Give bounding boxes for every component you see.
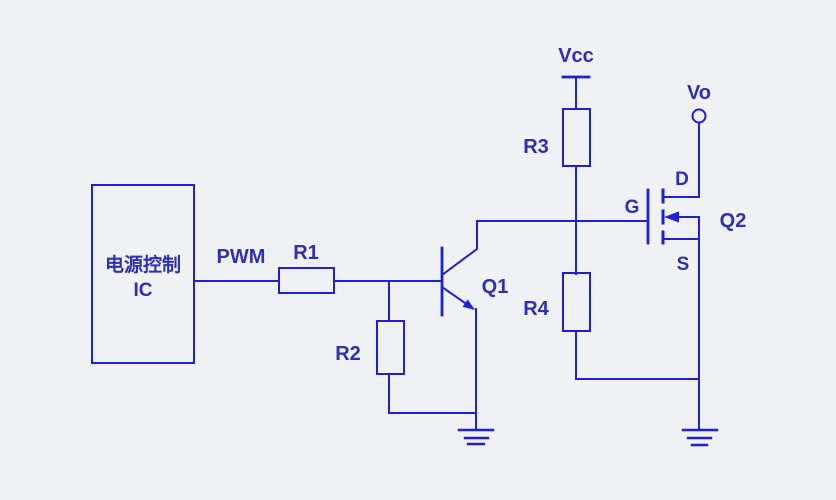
source-label: S [677,254,690,275]
wire-layer [91,75,719,447]
wire-r4-source [575,330,700,380]
resistor-r4-body [562,272,591,332]
r2-label: R2 [335,343,361,365]
r1-label: R1 [293,242,319,264]
label-layer: 电源控制 IC PWM R1 R2 R3 R4 Q1 Q2 Vcc Vo G D… [105,45,746,365]
resistor-r2-body [376,320,405,375]
power-ic-label-line2: IC [134,280,153,301]
power-ic-label-line1: 电源控制 [105,253,181,276]
q1-emitter-arrow-icon [462,299,475,310]
ground-symbol-left [457,428,495,446]
gate-label: G [625,197,640,218]
r4-label: R4 [523,298,549,320]
q2-label: Q2 [720,210,747,232]
resistor-r3-body [562,108,591,167]
pwm-label: PWM [217,246,266,268]
vo-terminal-circle [691,108,707,124]
q1-label: Q1 [482,276,509,298]
resistor-r1-body [278,267,335,294]
drain-label: D [675,169,689,190]
ground-symbol-right [681,428,719,447]
wire-q1-collector-to-gate [440,220,649,277]
wire-r2-ground [388,373,477,414]
vcc-label: Vcc [558,45,594,67]
q2-body-arrow-icon [664,211,679,223]
r3-label: R3 [523,136,549,158]
vo-label: Vo [687,82,711,104]
q1-emitter-lead [440,285,467,305]
power-ic-box [91,184,195,364]
arrow-layer [462,211,679,310]
